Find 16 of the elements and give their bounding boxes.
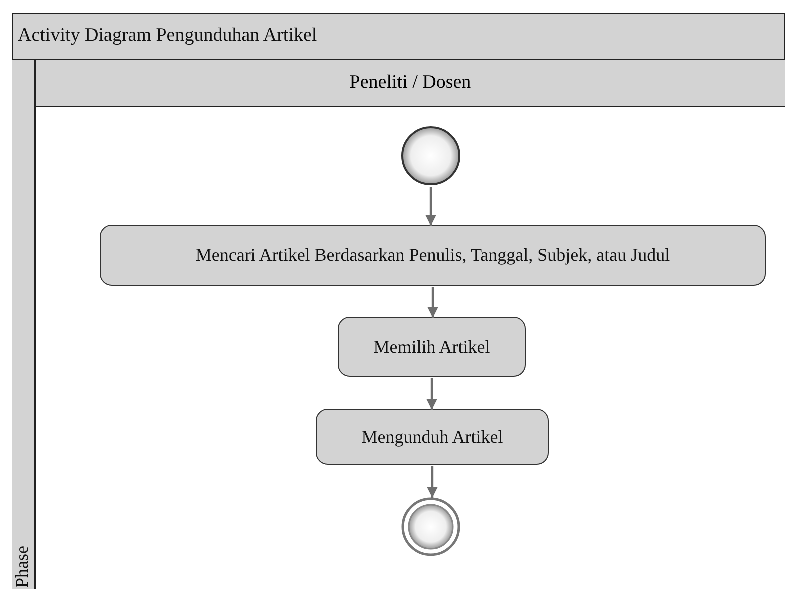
arrow [427, 466, 438, 498]
final-node [401, 497, 461, 557]
initial-node [401, 126, 461, 186]
phase-band [12, 60, 35, 589]
action-label: Memilih Artikel [374, 336, 490, 358]
action-box [316, 409, 549, 465]
action-box [100, 225, 766, 286]
phase-label: Phase [12, 546, 33, 588]
arrow [426, 187, 436, 226]
arrow [428, 287, 438, 318]
action-box [338, 317, 526, 377]
action-label: Mengunduh Artikel [362, 426, 504, 448]
action-label: Mencari Artikel Berdasarkan Penulis, Tanggal, Subjek, atau Judul [196, 245, 670, 266]
lane-header: Peneliti / Dosen [350, 72, 472, 94]
frame-heading: Activity Diagram Pengunduhan Artikel [18, 25, 318, 47]
arrow [426, 378, 438, 410]
